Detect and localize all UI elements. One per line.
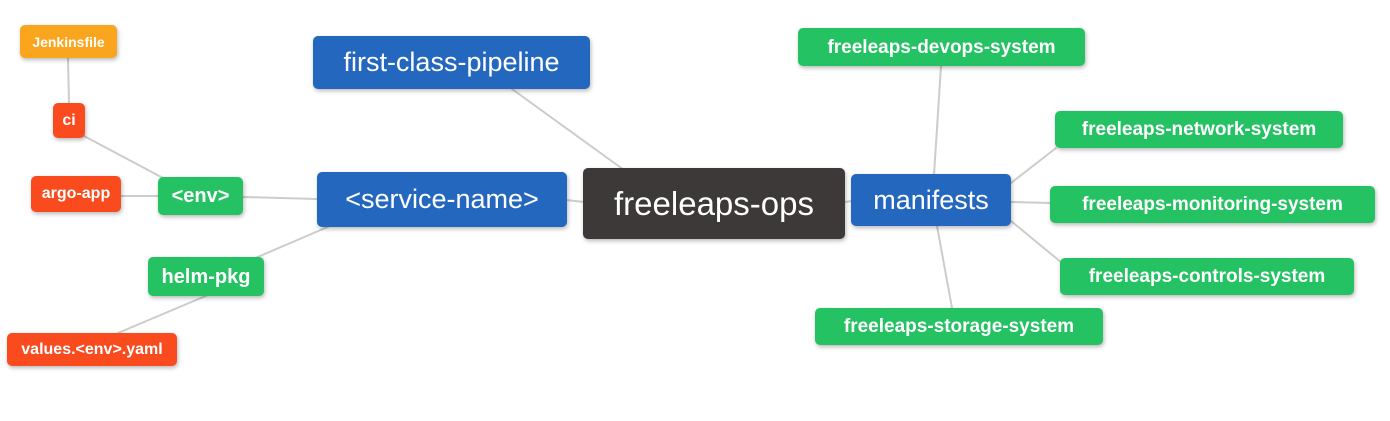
edge-manifests-network [1010,147,1057,184]
node-values-env-yaml[interactable]: values.<env>.yaml [7,333,177,366]
edge-manifests-monitoring [1010,201,1052,204]
edge-manifests-controls [1010,220,1063,264]
edge-jenkinsfile-ci [67,57,70,104]
node-ci[interactable]: ci [53,103,85,138]
node-helm-pkg[interactable]: helm-pkg [148,257,264,296]
node-freeleaps-controls-system[interactable]: freeleaps-controls-system [1060,258,1354,295]
node-freeleaps-network-system[interactable]: freeleaps-network-system [1055,111,1343,148]
node-argo-app[interactable]: argo-app [31,176,121,212]
edge-env-service-name [242,196,318,200]
edge-manifests-storage [936,225,953,309]
edge-ci-env [83,135,164,179]
node-jenkinsfile[interactable]: Jenkinsfile [20,25,117,58]
edge-pipeline-ops [511,88,625,171]
node-freeleaps-devops-system[interactable]: freeleaps-devops-system [798,28,1085,66]
node-freeleaps-ops[interactable]: freeleaps-ops [583,168,845,239]
node-env[interactable]: <env> [158,177,243,215]
node-first-class-pipeline[interactable]: first-class-pipeline [313,36,590,89]
edge-manifests-devops [933,65,942,176]
edge-values-helm-pkg [117,294,209,334]
node-manifests[interactable]: manifests [851,174,1011,226]
node-service-name[interactable]: <service-name> [317,172,567,227]
node-freeleaps-monitoring-system[interactable]: freeleaps-monitoring-system [1050,186,1375,223]
edge-service-ops [565,199,585,203]
edge-helm-pkg-service-name [252,225,331,260]
node-freeleaps-storage-system[interactable]: freeleaps-storage-system [815,308,1103,345]
